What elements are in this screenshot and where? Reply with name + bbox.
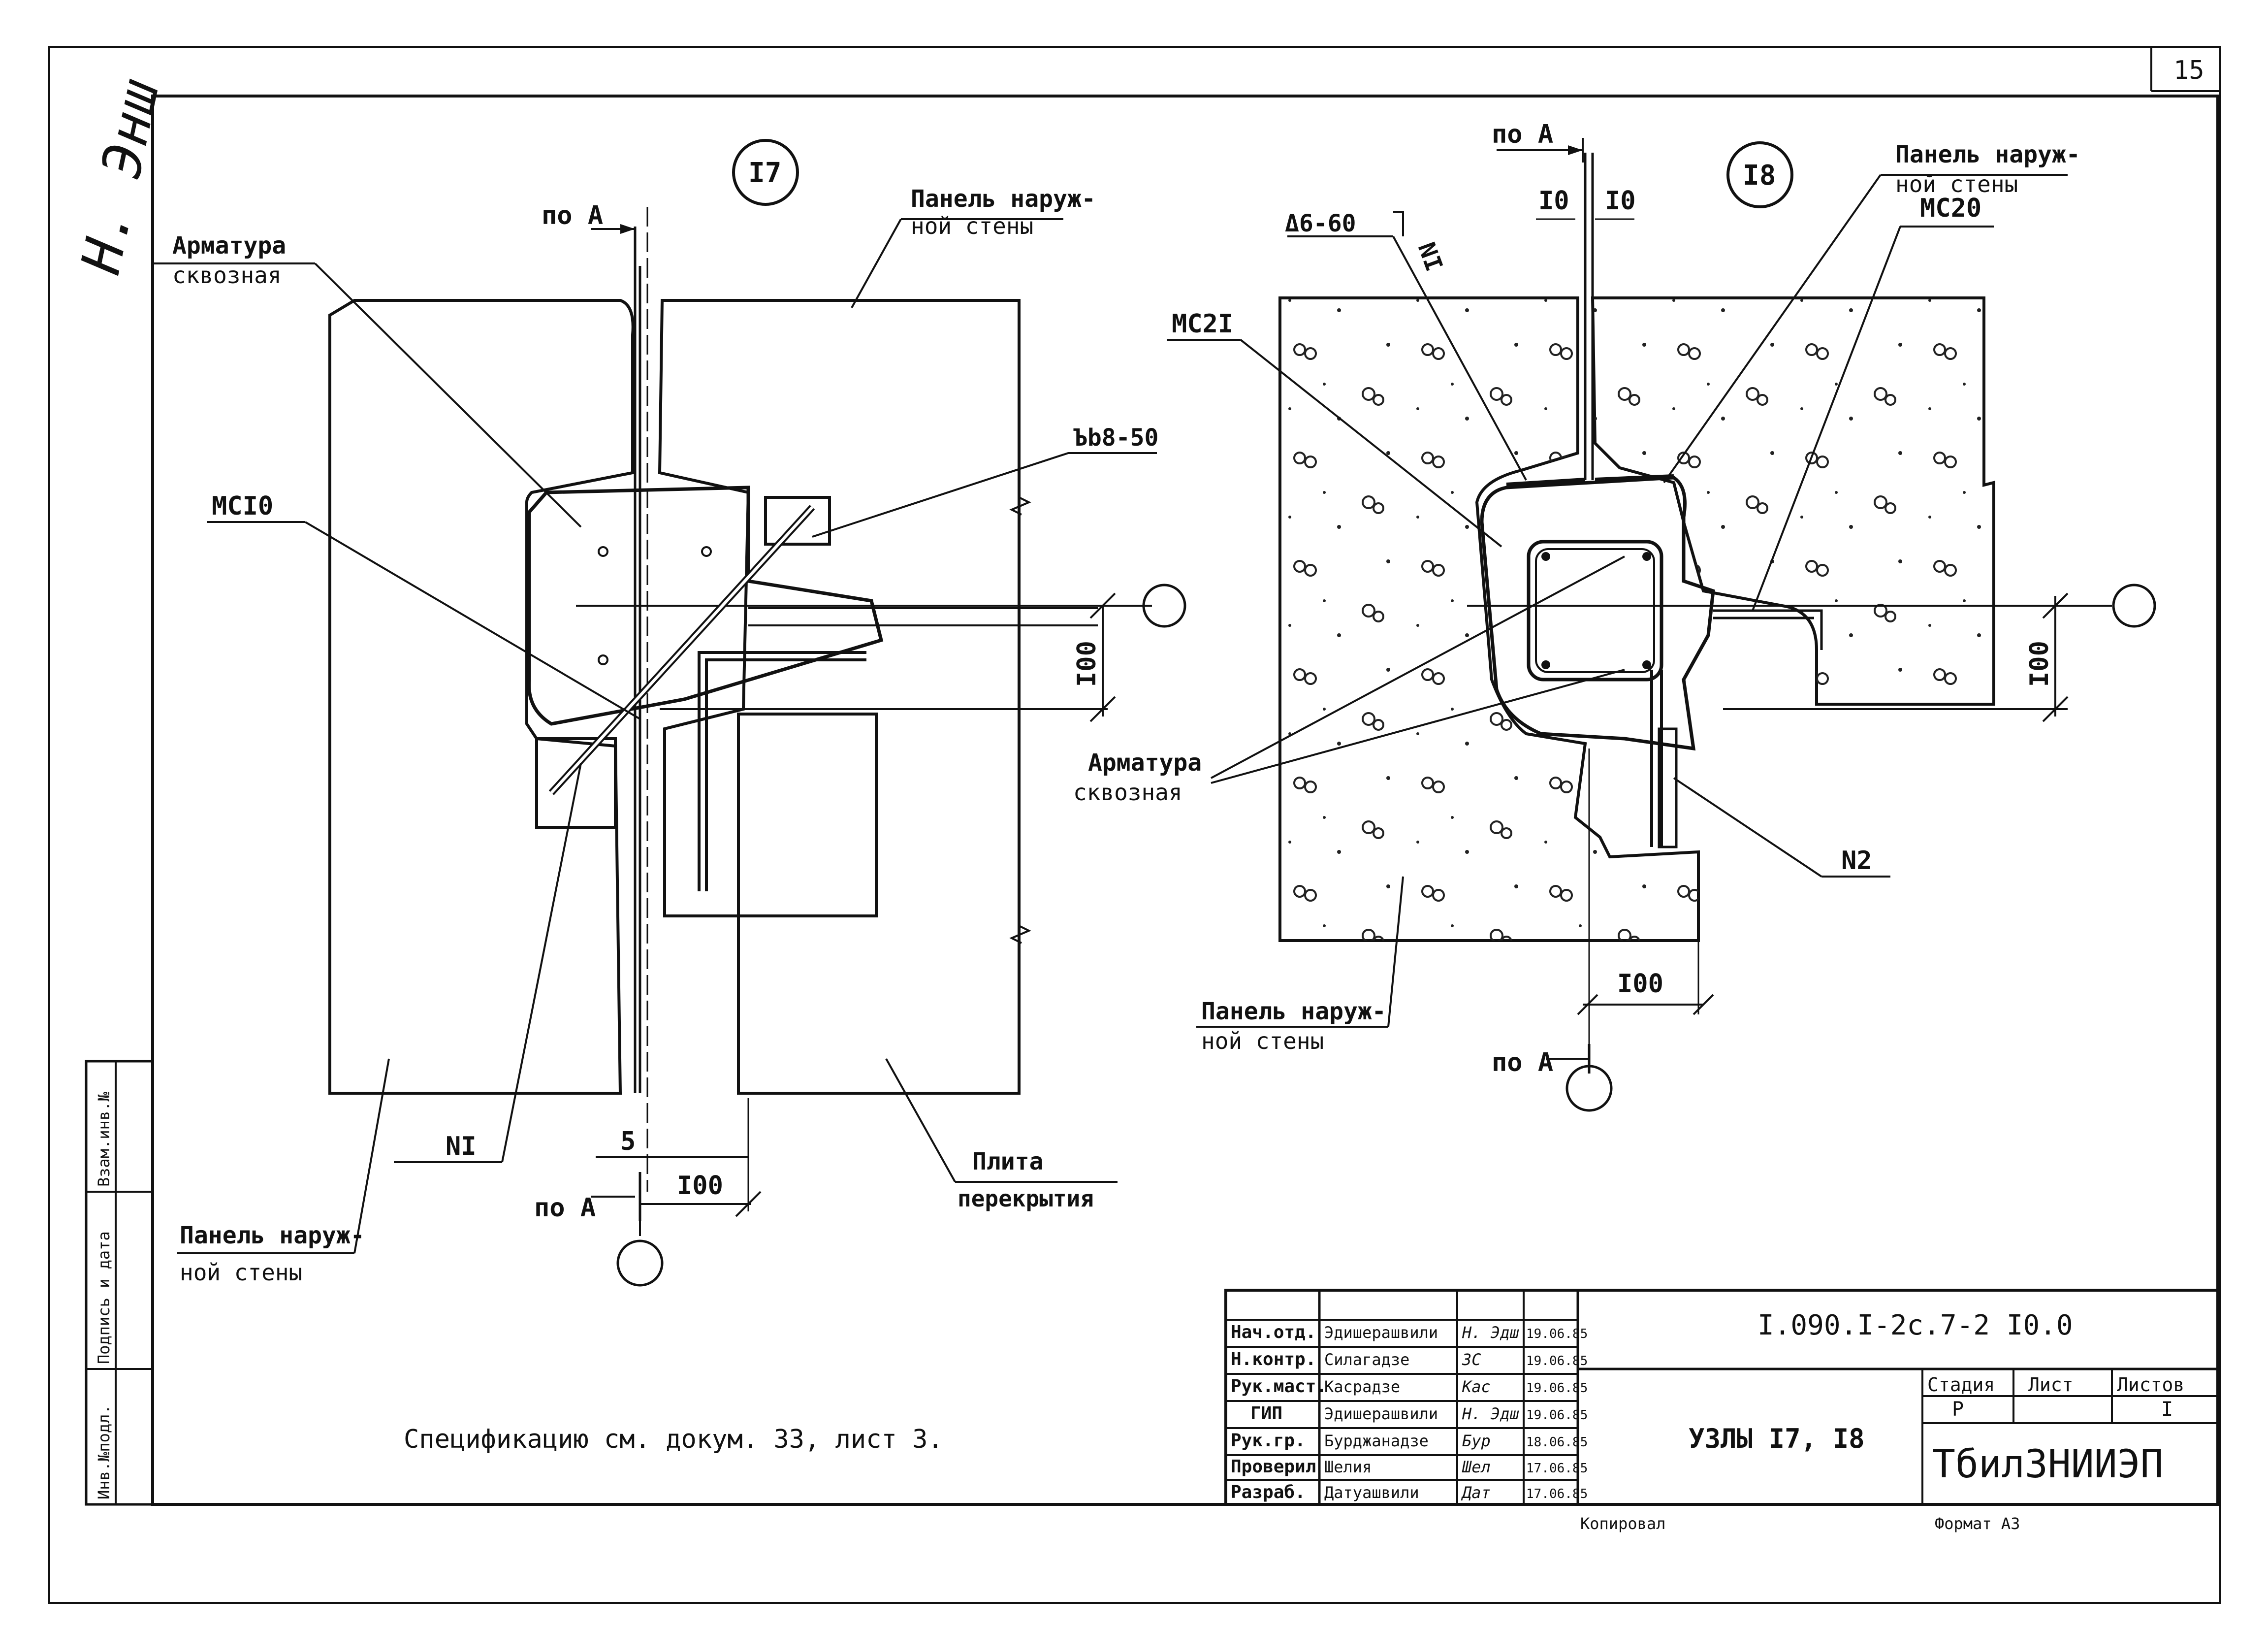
sheet-frame [48, 46, 2221, 1604]
node-18-id: I8 [1743, 160, 1776, 192]
node-18-marker [1726, 141, 1793, 208]
node-17-rebar-label-1: Арматура [172, 232, 286, 260]
node-18-dim-100-h: I00 [1617, 969, 1663, 999]
node-18-rebar-label-1: Арматура [1088, 749, 1202, 777]
sheet-header: Лист [2028, 1374, 2074, 1396]
node-17-outer-panel-bottom-2: ной стены [180, 1259, 302, 1286]
tb-name-4: Бурджанадзе [1324, 1432, 1429, 1450]
tb-date-3: 19.06.85 [1526, 1408, 1588, 1423]
node-18-rebar-label-2: сквозная [1073, 779, 1182, 806]
node-17-dim-100-v: I00 [1072, 641, 1102, 687]
tb-date-2: 19.06.85 [1526, 1381, 1588, 1396]
node-18-mc20-label: МС20 [1920, 194, 1981, 223]
organization: ТбилЗНИИЭП [1932, 1442, 2164, 1487]
format-label: Формат А3 [1935, 1514, 2020, 1533]
stamp-inv-original: Инв.№подл. [95, 1404, 113, 1499]
tb-date-4: 18.06.85 [1526, 1435, 1588, 1450]
node-18-dim-10-left: I0 [1538, 186, 1569, 216]
node-17-rebar-label-2: сквозная [172, 262, 282, 289]
drawing-title: УЗЛЫ I7, I8 [1689, 1423, 1865, 1454]
page-number: 15 [2173, 56, 2204, 85]
sheets-value: I [2161, 1398, 2173, 1421]
tb-sign-2: Кас [1462, 1377, 1491, 1396]
tb-date-1: 19.06.85 [1526, 1354, 1588, 1368]
node-18-outer-panel-bottom-1: Панель наруж- [1201, 998, 1386, 1025]
copied-label: Копировал [1580, 1514, 1665, 1533]
tb-date-6: 17.06.85 [1526, 1487, 1588, 1501]
node-17-outer-panel-top-2: ной стены [911, 213, 1033, 239]
tb-sign-5: Шел [1462, 1458, 1491, 1476]
stage-header: Стадия [1927, 1374, 1995, 1396]
tb-role-1: Н.контр. [1231, 1349, 1316, 1369]
node-18-outer-panel-bottom-2: ной стены [1201, 1028, 1324, 1054]
node-18-weld-label: Δ6-60 [1285, 210, 1356, 237]
tb-sign-1: ЗС [1462, 1350, 1481, 1369]
node-17-marker [732, 139, 799, 206]
tb-role-2: Рук.маст. [1231, 1376, 1327, 1397]
stamp-signature-date: Подпись и дата [95, 1231, 113, 1364]
tb-name-5: Шелия [1324, 1458, 1372, 1476]
tb-name-1: Силагадзе [1324, 1350, 1409, 1369]
title-block-rows: Нач.отд. Эдишерашвили Н. Эдш 19.06.85 Н.… [1231, 1322, 1588, 1502]
title-block: Нач.отд. Эдишерашвили Н. Эдш 19.06.85 Н.… [1224, 1289, 2219, 1533]
node-17-outer-panel-top-1: Панель наруж- [911, 185, 1096, 213]
node-18-section-bottom: по А [1492, 1048, 1553, 1077]
tb-sign-4: Бур [1462, 1432, 1491, 1450]
tb-name-3: Эдишерашвили [1324, 1404, 1438, 1423]
node-18-n1-label: NI [1412, 239, 1448, 275]
tb-name-2: Касрадзе [1324, 1377, 1400, 1396]
node-17-slab-label-1: Плита [972, 1148, 1044, 1175]
tb-name-6: Датуашвили [1324, 1483, 1419, 1502]
stage-value: Р [1952, 1398, 1964, 1421]
doc-code: I.090.I-2с.7-2 I0.0 [1757, 1309, 2073, 1341]
node-17-weld-label: Ъb8-50 [1073, 424, 1158, 452]
node-18-mc21-label: МС2I [1172, 309, 1233, 339]
tb-date-5: 17.06.85 [1526, 1461, 1588, 1476]
tb-role-6: Разраб. [1231, 1482, 1306, 1502]
tb-role-0: Нач.отд. [1231, 1322, 1316, 1342]
tb-date-0: 19.06.85 [1526, 1327, 1588, 1341]
node-18-dim-10-right: I0 [1605, 186, 1636, 216]
node-17-slab-label-2: перекрытия [958, 1185, 1094, 1212]
node-18-section-top: по А [1492, 120, 1553, 149]
tb-sign-3: Н. Эдш [1462, 1404, 1519, 1423]
node-18-drawing: I8 по А [1073, 120, 2156, 1112]
tb-role-4: Рук.гр. [1231, 1431, 1306, 1451]
node-17-dim-5: 5 [620, 1127, 636, 1156]
svg-text:Н. Энш: Н. Энш [69, 74, 171, 279]
node-18-outer-panel-top-1: Панель наруж- [1895, 141, 2080, 168]
tb-role-3: ГИП [1250, 1403, 1282, 1424]
node-17-section-top: по А [542, 201, 603, 230]
node-17-id: I7 [748, 157, 781, 189]
tb-sign-6: Дат [1461, 1483, 1491, 1502]
spec-note: Спецификацию см. докум. 33, лист 3. [404, 1425, 943, 1454]
stamp-inv-replace: Взам.инв.№ [95, 1092, 113, 1187]
tb-role-5: Проверил [1231, 1457, 1316, 1477]
node-17-drawing: I7 по А по А [153, 139, 1186, 1287]
sheets-header: Листов [2117, 1374, 2184, 1396]
tb-sign-0: Н. Эдш [1462, 1323, 1519, 1342]
node-17-mc10-label: МСI0 [212, 491, 273, 521]
node-17-outer-panel-bottom-1: Панель наруж- [180, 1222, 365, 1249]
margin-signature: Н. Энш [69, 74, 171, 279]
tb-name-0: Эдишерашвили [1324, 1323, 1438, 1342]
node-18-dim-100-v: I00 [2025, 641, 2054, 687]
node-17-section-bottom: по А [534, 1193, 596, 1223]
node-18-n2-label: N2 [1841, 846, 1872, 876]
side-stamp: Инв.№подл. Подпись и дата Взам.инв.№ [85, 1060, 154, 1506]
node-17-n1-label: NI [446, 1132, 477, 1161]
node-17-dim-100-h: I00 [677, 1171, 723, 1201]
